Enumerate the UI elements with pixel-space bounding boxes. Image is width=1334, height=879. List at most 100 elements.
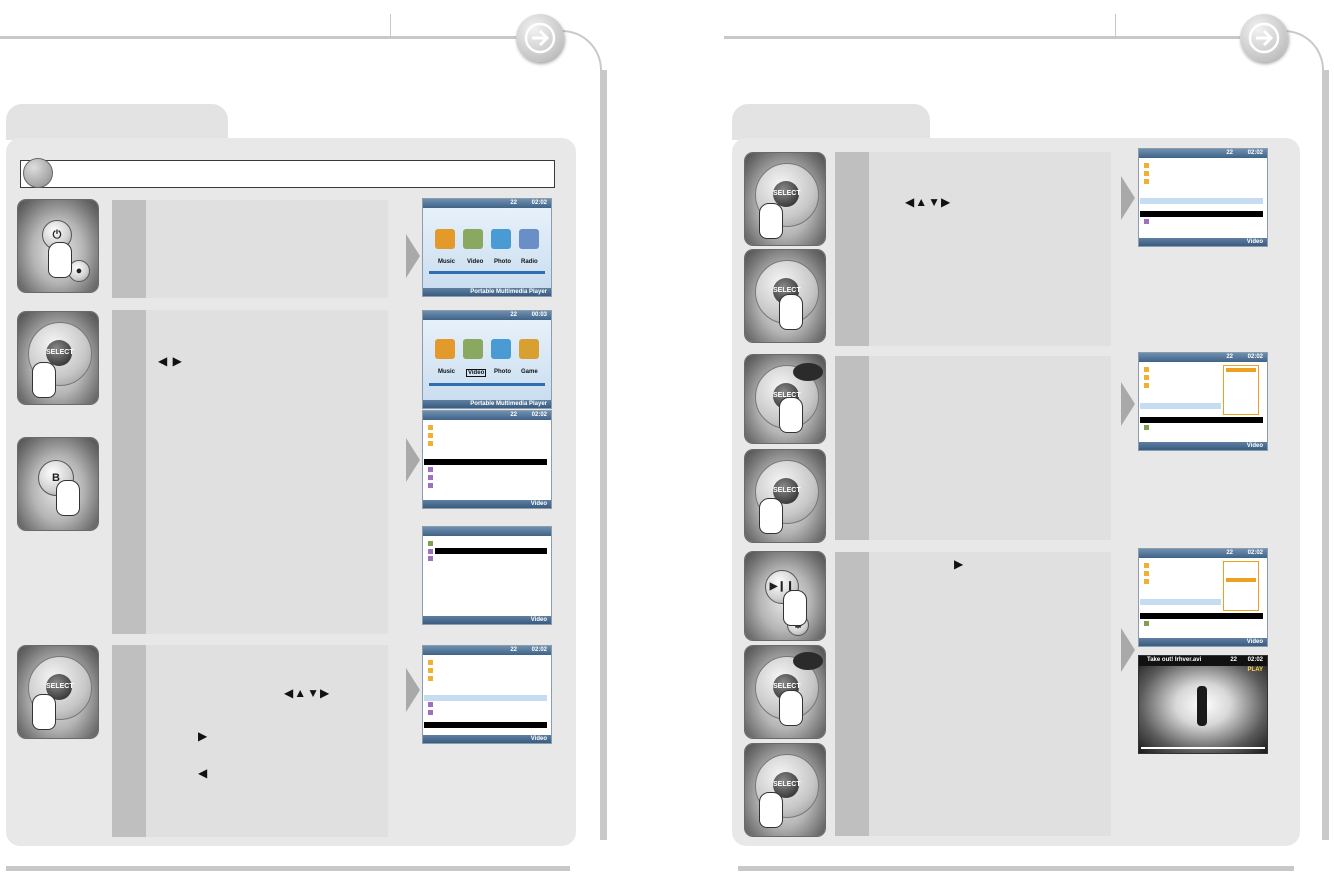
right-margin-bar-right [1322,70,1329,840]
music-icon [435,339,455,359]
selected-row [435,548,547,554]
screen-time: 02:02 [531,200,547,206]
screen-time: 02:02 [1247,657,1263,663]
screen-time: 00:03 [531,312,547,318]
r-step-3-strip [835,552,869,836]
screen-time: 02:02 [1247,150,1263,156]
menu-label-music: Music [438,369,456,375]
video-file-icon [1144,425,1149,430]
music-icon [435,229,455,249]
step-3 [112,645,388,837]
dpad-photo-1: SELECT [18,312,98,404]
menu-label-video: Video [466,369,487,377]
hover-row [1140,403,1221,409]
four-way-arrows-icon: ◀▲▼▶ [905,195,952,209]
r-dpad-photo-5: SELECT [745,646,825,738]
folder-icon [428,668,433,673]
game-icon [519,339,539,359]
folder-icon [1144,367,1149,372]
screen-footer: Video [530,617,547,623]
hand-pointer-icon [779,690,803,726]
file-browser-screen-3: 02:02 22 Video [422,645,552,744]
screen-time: 02:02 [1247,550,1263,556]
video-file-icon [428,467,433,472]
screen-time: 02:02 [531,647,547,653]
four-way-arrows-icon: ◀▲▼▶ [284,686,331,700]
screen-number: 22 [510,200,517,206]
hover-row [424,695,547,701]
selected-row [1140,211,1263,217]
r-step-2 [835,356,1111,540]
left-arrow-icon: ◀ [198,766,209,780]
hand-pointer-icon [759,203,783,239]
screen-number: 22 [1226,550,1233,556]
bottom-rule-right [738,866,1294,871]
section-banner [20,160,555,188]
step-3-strip [112,645,146,837]
step-1-strip [112,200,146,298]
video-file-icon [428,702,433,707]
selected-row [1140,613,1263,619]
hand-pointer-icon [759,792,783,828]
screen-footer: Video [1246,443,1263,449]
hand-pointer-icon [48,242,72,278]
folder-icon [428,660,433,665]
popup-selected [1226,368,1256,372]
select-button: SELECT [773,181,801,207]
next-page-button[interactable] [516,14,564,62]
next-page-button-right[interactable] [1240,14,1288,62]
left-right-arrows-icon: ◀ ▶ [158,354,183,368]
hand-pointer-icon [32,362,56,398]
select-button: SELECT [46,340,74,366]
video-file-icon [428,556,433,561]
step-2-strip [112,310,146,634]
selected-row [1140,417,1263,423]
r-step-1-strip [835,152,869,346]
screen-footer: Video [530,736,547,742]
play-status: PLAY [1247,667,1263,673]
right-margin-bar [600,70,607,840]
r-dpad-photo-2: SELECT [745,250,825,342]
hand-pointer-icon [759,498,783,534]
dpad-photo-2: SELECT [18,646,98,738]
top-rule [0,36,540,39]
progress-bar [429,383,545,386]
r-dpad-photo-3: SELECT [745,355,825,443]
screen-number: 22 [510,412,517,418]
video-file-icon [1144,621,1149,626]
screen-number: 22 [1226,150,1233,156]
folder-icon [428,425,433,430]
video-playback-screen: Take out! Irhver.avi 02:02 22 PLAY [1138,655,1268,754]
video-file-icon [428,483,433,488]
b-button-photo: B [18,438,98,530]
screen-number: 22 [510,647,517,653]
folder-icon [1144,571,1149,576]
screen-number: 22 [510,312,517,318]
progress-bar [429,271,545,274]
r-step-1 [835,152,1111,346]
hover-row [1140,599,1221,605]
r-arrow-1 [1121,176,1135,220]
folder-icon [428,433,433,438]
hand-pointer-icon [783,590,807,626]
arrow-1 [406,234,420,278]
video-file-icon [428,475,433,480]
selected-row [424,722,547,728]
folder-icon [1144,179,1149,184]
menu-label-photo: Photo [494,259,511,265]
folder-icon [428,541,433,546]
selected-row [424,459,547,465]
screen-header [423,527,551,536]
header-divider-right [1115,14,1116,36]
arrow-3 [406,668,420,712]
radio-icon [519,229,539,249]
hold-indicator [793,363,823,381]
video-file-icon [1144,219,1149,224]
screen-footer: Video [1246,639,1263,645]
folder-icon [428,441,433,446]
r-step-2-strip [835,356,869,540]
